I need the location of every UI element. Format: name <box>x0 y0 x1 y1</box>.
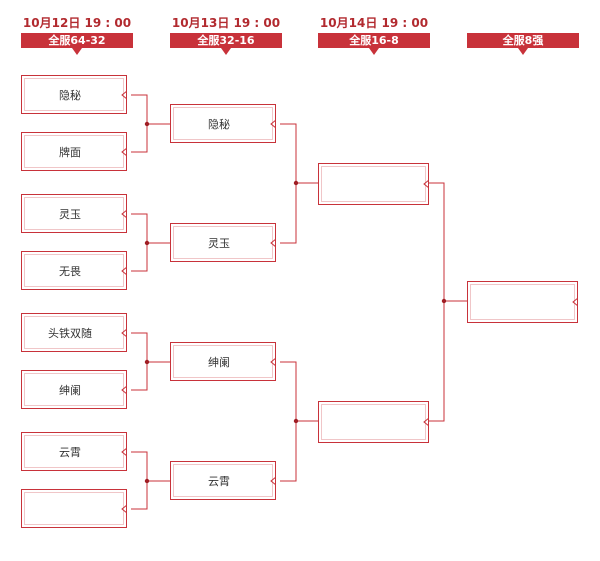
notch-icon <box>270 238 276 247</box>
team-name: 头铁双随 <box>48 326 92 340</box>
notch-icon <box>572 298 578 306</box>
round1-slot[interactable] <box>21 489 127 528</box>
round2-slot[interactable]: 隐秘 <box>170 104 276 143</box>
team-name: 牌面 <box>59 145 81 159</box>
round1-slot[interactable]: 灵玉 <box>21 194 127 233</box>
team-name: 绅阑 <box>208 355 230 369</box>
notch-icon <box>121 266 127 275</box>
round-2-tab[interactable]: 全服32-16 <box>170 33 282 55</box>
round-3-tab[interactable]: 全服16-8 <box>318 33 430 55</box>
team-name: 绅阑 <box>59 383 81 397</box>
round4-slot[interactable] <box>467 281 578 323</box>
notch-icon <box>270 357 276 366</box>
notch-icon <box>270 476 276 485</box>
notch-icon <box>121 447 127 456</box>
round-1-date: 10月12日 19 : 00 <box>22 16 132 30</box>
round1-slot[interactable]: 头铁双随 <box>21 313 127 352</box>
round-3-date: 10月14日 19 : 00 <box>319 16 429 30</box>
notch-icon <box>121 147 127 156</box>
team-name: 灵玉 <box>59 207 81 221</box>
team-name <box>22 490 118 527</box>
notch-icon <box>121 328 127 337</box>
team-name: 无畏 <box>59 264 81 278</box>
team-name <box>468 282 569 322</box>
team-name: 灵玉 <box>208 236 230 250</box>
team-name <box>319 402 420 442</box>
round-2-date: 10月13日 19 : 00 <box>171 16 281 30</box>
notch-icon <box>121 209 127 218</box>
round1-slot[interactable]: 绅阑 <box>21 370 127 409</box>
round-1-tab[interactable]: 全服64-32 <box>21 33 133 55</box>
round2-slot[interactable]: 云霄 <box>170 461 276 500</box>
round2-slot[interactable]: 灵玉 <box>170 223 276 262</box>
notch-icon <box>423 418 429 426</box>
notch-icon <box>270 119 276 128</box>
team-name: 云霄 <box>59 445 81 459</box>
round1-slot[interactable]: 无畏 <box>21 251 127 290</box>
notch-icon <box>423 180 429 188</box>
round-4-tab[interactable]: 全服8强 <box>467 33 579 55</box>
notch-icon <box>121 90 127 99</box>
team-name: 隐秘 <box>59 88 81 102</box>
notch-icon <box>121 504 127 513</box>
team-name: 云霄 <box>208 474 230 488</box>
team-name <box>319 164 420 204</box>
round2-slot[interactable]: 绅阑 <box>170 342 276 381</box>
round1-slot[interactable]: 牌面 <box>21 132 127 171</box>
round1-slot[interactable]: 隐秘 <box>21 75 127 114</box>
notch-icon <box>121 385 127 394</box>
team-name: 隐秘 <box>208 117 230 131</box>
round3-slot[interactable] <box>318 401 429 443</box>
round1-slot[interactable]: 云霄 <box>21 432 127 471</box>
round3-slot[interactable] <box>318 163 429 205</box>
